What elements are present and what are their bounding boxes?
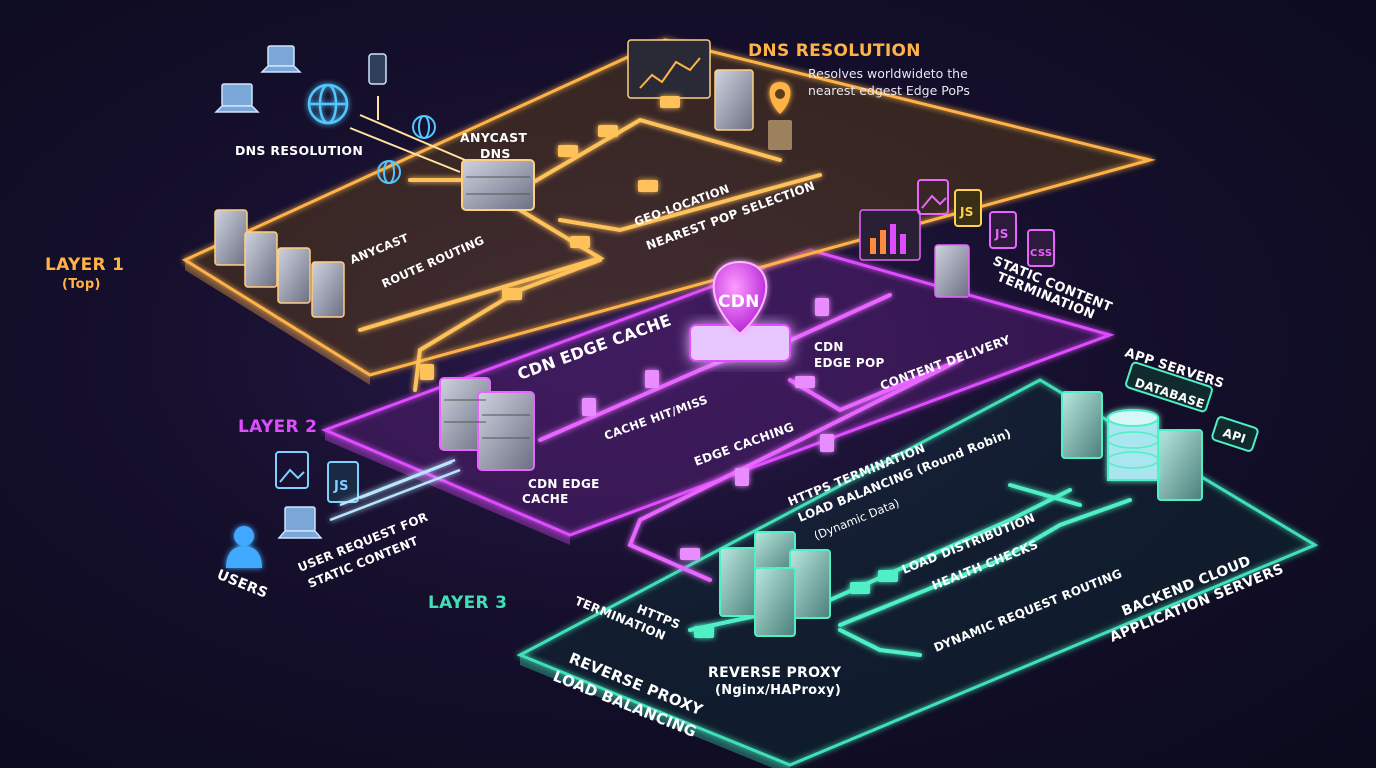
- cdn-edge-node-label-1: CDN EDGE: [528, 477, 600, 491]
- cdn-edge-pop-label-2: EDGE POP: [814, 356, 885, 370]
- layer1-subtitle: (Top): [62, 277, 101, 292]
- orange-data-packets: [420, 96, 680, 380]
- dns-resolution-label: DNS RESOLUTION: [235, 143, 363, 158]
- cdn-edge-cache-servers: [439, 377, 535, 471]
- dns-description-line2: nearest edgest Edge PoPs: [808, 83, 970, 98]
- reverse-proxy-servers: [719, 531, 831, 637]
- laptop-icon: [214, 45, 302, 113]
- request-arrows: [329, 458, 461, 522]
- layer3-title: LAYER 3: [428, 593, 507, 613]
- user-arrows: [349, 96, 466, 173]
- css-file-label: CSS: [1030, 248, 1052, 259]
- dns-description-line1: Resolves worldwideto the: [808, 66, 968, 81]
- layer1-platform: [181, 38, 1156, 385]
- user-js-icon: [327, 461, 359, 503]
- teal-data-packets: [694, 570, 898, 638]
- layer1-server-rack: [214, 209, 345, 318]
- globe-icon: [307, 83, 349, 125]
- dns-server-top: [627, 39, 754, 131]
- anycast-dns-label-1: ANYCAST: [460, 130, 527, 145]
- users-label: USERS: [215, 567, 270, 602]
- anycast-dns-label-2: DNS: [480, 146, 511, 161]
- css-file-icon: [1027, 229, 1055, 267]
- user-laptop-icon: [277, 506, 323, 539]
- user-icon: [226, 526, 262, 568]
- user-image-icon: [275, 451, 309, 489]
- globe-icon-small: [377, 115, 436, 184]
- magenta-data-packets: [582, 298, 834, 560]
- js-file-icon-2: [989, 211, 1017, 249]
- image-file-icon: [917, 179, 949, 215]
- anycast-dns-server: [461, 159, 535, 211]
- reverse-proxy-sub-label: (Nginx/HAProxy): [715, 683, 841, 698]
- label-boxes: [1125, 361, 1259, 452]
- phone-icon: [368, 53, 387, 85]
- cdn-edge-node-label-2: CACHE: [522, 492, 569, 506]
- static-content-server: [859, 209, 970, 298]
- backend-servers: [1061, 391, 1203, 501]
- api-label: API: [1221, 426, 1248, 447]
- layer2-title: LAYER 2: [238, 417, 317, 437]
- cdn-pin: [689, 260, 791, 362]
- user-js-label: JS: [333, 479, 349, 494]
- reverse-proxy-label: REVERSE PROXY: [708, 665, 842, 681]
- js-file-icon: [954, 189, 982, 227]
- js-file-label-2: JS: [994, 227, 1009, 241]
- layer1-title: LAYER 1: [45, 255, 124, 275]
- database-icon: [1107, 409, 1159, 481]
- cdn-edge-pop-label-1: CDN: [814, 340, 844, 354]
- location-pin-icon: [768, 82, 792, 150]
- js-file-label: JS: [959, 205, 974, 219]
- dns-heading: DNS RESOLUTION: [748, 41, 921, 61]
- cdn-pin-label: CDN: [718, 292, 760, 312]
